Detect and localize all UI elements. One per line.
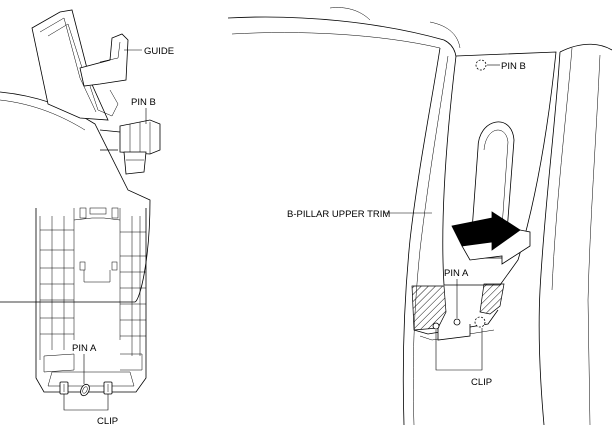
pin-b-right-icon [475, 59, 487, 71]
pin-a-right-label: PIN A [444, 268, 469, 279]
main-view-b-pillar [227, 7, 612, 426]
detail-guide-pin-b [0, 9, 161, 303]
pin-a-right-icon [453, 318, 461, 326]
clip-right-icon [474, 316, 486, 328]
clip-right-icon-2 [432, 322, 440, 330]
clip-right-label: CLIP [471, 377, 492, 388]
pin-b-right-label: PIN B [501, 61, 526, 72]
pin-a-icon [80, 383, 90, 397]
clip-left-label: CLIP [97, 416, 118, 427]
pin-a-left-label: PIN A [72, 343, 97, 354]
pin-b-left-label: PIN B [131, 97, 156, 108]
guide-label: GUIDE [144, 46, 174, 57]
b-pillar-upper-trim-label: B-PILLAR UPPER TRIM [287, 209, 390, 220]
detail-trim-back-view [35, 207, 147, 411]
